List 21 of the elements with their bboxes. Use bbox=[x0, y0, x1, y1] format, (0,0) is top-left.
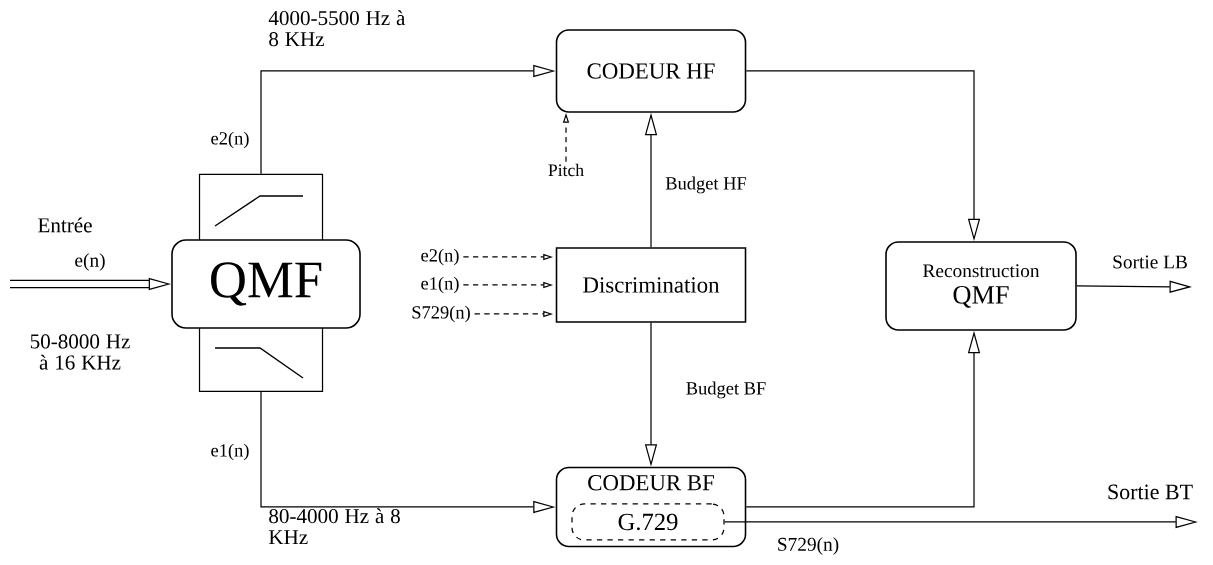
signal-label: Pitch bbox=[548, 163, 584, 177]
edge-label: Budget HF bbox=[663, 174, 749, 196]
signal-label: 50-8000 Hz à 16 KHz bbox=[30, 334, 130, 370]
signal-label: S729(n) bbox=[412, 305, 470, 323]
edge-label: Sortie LB bbox=[1110, 253, 1190, 271]
signal-label: Sortie BT bbox=[1108, 484, 1193, 500]
edge-label: S729(n) bbox=[775, 535, 841, 557]
discrimination-box: Discrimination bbox=[555, 247, 747, 323]
edge-label: Budget BF bbox=[684, 379, 768, 401]
edge-label: e(n) bbox=[72, 251, 108, 273]
edge-label: e1(n) bbox=[208, 441, 252, 463]
qmf-box: QMF bbox=[171, 239, 361, 329]
signal-label: 80-4000 Hz à 8 KHz bbox=[268, 508, 400, 545]
signal-label: e1(n) bbox=[421, 276, 459, 294]
signal-label: 4000-5500 Hz à 8 KHz bbox=[268, 10, 406, 47]
dashed-sub-box: G.729 bbox=[571, 503, 725, 541]
reconstruction-box: Reconstruction QMF bbox=[885, 241, 1077, 331]
signal-label: e2(n) bbox=[421, 248, 459, 266]
edge-label: e2(n) bbox=[208, 129, 252, 151]
coder-box: CODEUR HF bbox=[555, 29, 747, 113]
signal-label: Entrée bbox=[38, 217, 92, 233]
